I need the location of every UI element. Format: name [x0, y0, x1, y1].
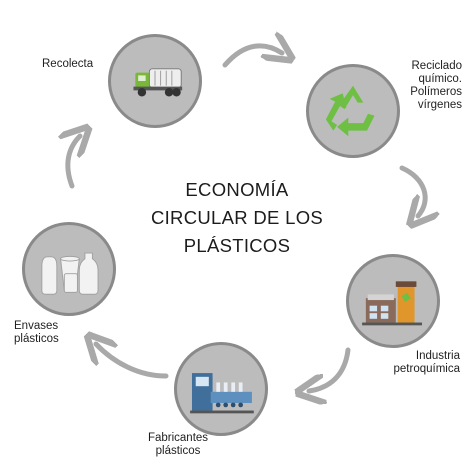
node-fabricantes-label: Fabricantes plásticos [128, 432, 228, 458]
label-line: petroquímica [393, 363, 460, 375]
node-industria-circle [346, 254, 440, 348]
label-line: Recolecta [42, 58, 94, 70]
node-recolecta-circle [108, 34, 202, 128]
title-line: PLÁSTICOS [183, 235, 291, 256]
arrow-fabricantes-to-envases [96, 344, 169, 379]
node-envases-circle [22, 222, 116, 316]
refinery-icon [362, 281, 423, 326]
factory-machine-icon [190, 373, 254, 414]
recycle-icon [325, 85, 375, 137]
label-line: Reciclado [411, 60, 463, 72]
label-line: plásticos [155, 445, 201, 457]
title-line: ECONOMÍA [185, 179, 289, 200]
arrow-reciclado-to-industria [399, 165, 425, 216]
label-line: Polímeros [410, 86, 462, 98]
garbage-truck-icon [133, 68, 183, 97]
label-line: vírgenes [417, 99, 462, 111]
arrow-envases-to-recolecta [68, 136, 80, 189]
node-reciclado-label: Reciclado químico. Polímeros vírgenes [392, 60, 462, 112]
diagram-title: ECONOMÍA CIRCULAR DE LOS PLÁSTICOS [137, 176, 337, 260]
label-line: plásticos [14, 333, 59, 345]
node-envases-label: Envases plásticos [14, 320, 59, 346]
node-recolecta-label: Recolecta [42, 58, 93, 71]
label-line: Industria [415, 350, 460, 362]
label-line: Envases [14, 320, 59, 332]
label-line: Fabricantes [147, 432, 209, 444]
title-line: CIRCULAR DE LOS [150, 207, 324, 228]
node-fabricantes-circle [174, 342, 268, 436]
arrow-industria-to-fabricantes [309, 347, 351, 391]
plastic-containers-icon [41, 252, 99, 295]
label-line: químico. [418, 73, 462, 85]
node-industria-label: Industria petroquímica [374, 350, 460, 376]
arrow-recolecta-to-reciclado [222, 46, 282, 68]
node-reciclado-circle [306, 64, 400, 158]
